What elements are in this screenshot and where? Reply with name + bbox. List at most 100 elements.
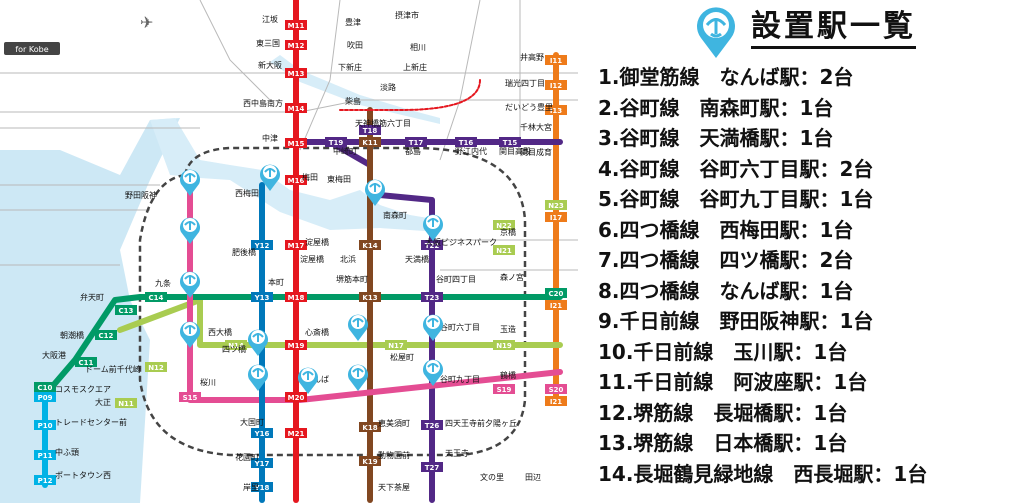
svg-text:谷町四丁目: 谷町四丁目 <box>436 275 476 284</box>
svg-text:for Kobe: for Kobe <box>15 45 48 54</box>
station-list-item-text: 12.堺筋線 長堀橋駅：1台 <box>598 400 848 425</box>
svg-text:岸里: 岸里 <box>243 483 259 492</box>
svg-text:桜川: 桜川 <box>200 377 216 387</box>
svg-text:谷町九丁目: 谷町九丁目 <box>440 375 480 384</box>
station-list-item: 5.谷町線 谷町九丁目駅：1台 <box>598 184 927 215</box>
code-y17: Y17 <box>254 460 270 468</box>
code-c12: C12 <box>99 332 114 340</box>
code-m21: M21 <box>288 430 305 438</box>
code-y12: Y12 <box>254 242 270 250</box>
svg-text:吹田: 吹田 <box>347 40 363 50</box>
svg-text:北浜: 北浜 <box>340 254 356 264</box>
svg-text:天王寺: 天王寺 <box>445 449 469 458</box>
elevator-pin-icon <box>180 217 200 244</box>
code-t22: T22 <box>425 242 440 250</box>
code-y16: Y16 <box>254 430 270 438</box>
code-c13: C13 <box>119 307 134 315</box>
code-m11: M11 <box>288 22 305 30</box>
svg-text:関目成育: 関目成育 <box>520 147 552 157</box>
station-list-item: 10.千日前線 玉川駅：1台 <box>598 337 927 368</box>
code-i21: I21 <box>550 302 562 310</box>
svg-text:摂津市: 摂津市 <box>395 10 419 20</box>
code-c14: C14 <box>149 294 164 302</box>
svg-text:大阪港: 大阪港 <box>42 350 66 360</box>
station-list-item: 1.御堂筋線 なんば駅：2台 <box>598 62 927 93</box>
code-i11: I11 <box>550 57 562 65</box>
svg-text:江坂: 江坂 <box>262 14 278 24</box>
code-n19: N19 <box>496 342 512 350</box>
svg-text:南森町: 南森町 <box>383 210 407 220</box>
elevator-pin-icon <box>348 364 368 391</box>
elevator-pins <box>180 164 443 394</box>
page-title: 設置駅一覧 <box>751 8 916 49</box>
svg-text:四天王寺前夕陽ヶ丘: 四天王寺前夕陽ヶ丘 <box>445 418 517 428</box>
svg-text:梅田: 梅田 <box>302 172 318 182</box>
code-t16: T16 <box>459 139 474 147</box>
station-list-item: 13.堺筋線 日本橋駅：1台 <box>598 428 927 459</box>
svg-text:コスモスクエア: コスモスクエア <box>55 385 111 394</box>
code-y18: Y18 <box>254 484 270 492</box>
elevator-pin-icon <box>423 214 443 241</box>
station-list-item-text: 14.長堀鶴見緑地線 西長堀駅：1台 <box>598 461 928 486</box>
station-list-item: 3.谷町線 天満橋駅：1台 <box>598 123 927 154</box>
code-k11: K11 <box>362 139 377 147</box>
station-list-item-text: 11.千日前線 阿波座駅：1台 <box>598 370 868 394</box>
svg-text:相川: 相川 <box>410 42 426 52</box>
station-list-item: 14.長堀鶴見緑地線 西長堀駅：1台 <box>598 459 927 490</box>
svg-text:上新庄: 上新庄 <box>403 62 427 72</box>
map-canvas: M12 M11 M13 M14 M15 M16 M17 M18 M19 M20 … <box>0 0 578 503</box>
code-n12: N12 <box>148 364 164 372</box>
station-names: 江坂 東三国 新大阪 西中島南方 中津 梅田 淀屋橋 本町 心斎橋 なんば 大国… <box>42 10 553 492</box>
subway-map: M12 M11 M13 M14 M15 M16 M17 M18 M19 M20 … <box>0 0 578 503</box>
svg-text:だいどう豊里: だいどう豊里 <box>505 102 553 112</box>
elevator-pin-icon <box>260 164 280 191</box>
svg-text:柴島: 柴島 <box>345 96 361 106</box>
station-list-item: 4.谷町線 谷町六丁目駅：2台 <box>598 154 927 185</box>
code-t18: T18 <box>363 127 378 135</box>
code-m16: M16 <box>288 177 305 185</box>
svg-text:四ツ橋: 四ツ橋 <box>222 344 246 354</box>
code-n23: N23 <box>548 202 564 210</box>
svg-text:西大橋: 西大橋 <box>208 327 232 337</box>
station-list-item: 9.千日前線 野田阪神駅：1台 <box>598 306 927 337</box>
station-list-item: 6.四つ橋線 西梅田駅：1台 <box>598 215 927 246</box>
svg-text:京橋: 京橋 <box>500 227 516 237</box>
svg-text:大阪ビジネスパーク: 大阪ビジネスパーク <box>425 237 497 247</box>
station-list-item-text: 7.四つ橋線 四ツ橋駅：2台 <box>598 248 854 272</box>
code-i17: I17 <box>550 214 562 222</box>
svg-text:花園町: 花園町 <box>235 452 259 462</box>
svg-text:中崎町: 中崎町 <box>333 146 357 156</box>
svg-text:天満橋: 天満橋 <box>405 254 429 264</box>
svg-text:千林大宮: 千林大宮 <box>520 122 552 132</box>
svg-text:大正: 大正 <box>95 397 111 407</box>
svg-text:淀屋橋: 淀屋橋 <box>300 254 324 264</box>
code-t27: T27 <box>425 464 440 472</box>
svg-text:井高野: 井高野 <box>520 52 544 62</box>
svg-text:新大阪: 新大阪 <box>258 60 282 70</box>
code-n21: N21 <box>496 247 512 255</box>
code-c11: C11 <box>79 359 94 367</box>
elevator-pin-icon <box>248 329 268 356</box>
station-list-item-text: 5.谷町線 谷町九丁目駅：1台 <box>598 187 874 211</box>
station-codes: M12 M11 M13 M14 M15 M16 M17 M18 M19 M20 … <box>34 20 567 492</box>
svg-text:豊津: 豊津 <box>345 17 361 27</box>
svg-text:ドーム前千代崎: ドーム前千代崎 <box>85 364 141 374</box>
svg-text:中津: 中津 <box>262 133 278 143</box>
elevator-pin-icon <box>180 271 200 298</box>
elevator-pin-icon <box>248 364 268 391</box>
code-m18: M18 <box>288 294 305 302</box>
svg-text:天下茶屋: 天下茶屋 <box>378 482 410 492</box>
code-t15: T15 <box>503 139 518 147</box>
svg-text:文の里: 文の里 <box>480 472 504 482</box>
code-m12: M12 <box>288 42 305 50</box>
code-c10: C10 <box>38 384 53 392</box>
code-s15: S15 <box>183 394 198 402</box>
code-i21b: I21 <box>550 398 562 406</box>
svg-text:朝潮橋: 朝潮橋 <box>60 330 84 340</box>
code-m17: M17 <box>288 242 305 250</box>
elevator-pin-icon <box>348 314 368 341</box>
svg-text:中ふ頭: 中ふ頭 <box>55 447 79 457</box>
svg-text:東梅田: 東梅田 <box>327 174 351 184</box>
svg-text:ポートタウン西: ポートタウン西 <box>55 471 111 480</box>
